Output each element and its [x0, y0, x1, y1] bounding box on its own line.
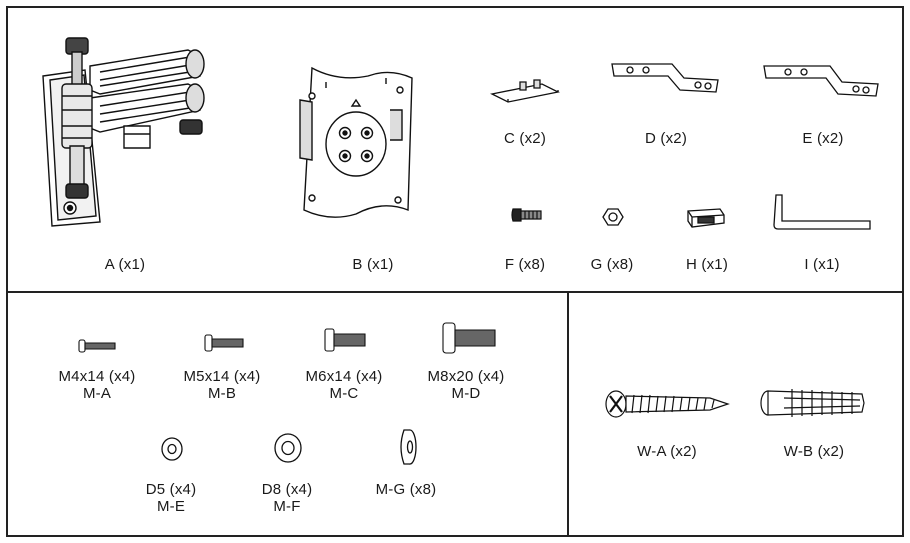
- screw-m4-size: M4x14 (x4): [58, 368, 136, 385]
- screw-m4-label: M4x14 (x4) M-A: [58, 368, 135, 402]
- spacer-ring-icon: [396, 428, 418, 466]
- part-f-label: F (x8): [504, 256, 546, 273]
- screw-m8-label: M8x20 (x4) M-D: [427, 368, 504, 402]
- part-e-icon: [762, 60, 880, 104]
- screw-m5-label: M5x14 (x4) M-B: [183, 368, 260, 402]
- screw-m5-code: M-B: [207, 385, 237, 402]
- screw-m8-code: M-D: [451, 385, 481, 402]
- part-b-label: B (x1): [352, 256, 394, 273]
- spacer-icon: [684, 207, 726, 229]
- washer-d8-icon: [272, 432, 304, 464]
- part-a-label: A (x1): [104, 256, 146, 273]
- part-d-icon: [610, 58, 720, 102]
- screw-m6-size: M6x14 (x4): [305, 368, 383, 385]
- washer-d5-label: D5 (x4) M-E: [146, 481, 197, 515]
- bolt-icon: [511, 205, 543, 225]
- part-d-label: D (x2): [644, 130, 688, 147]
- washer-d8-size: D8 (x4): [261, 481, 313, 498]
- screw-m8-size: M8x20 (x4): [427, 368, 505, 385]
- washer-d8-code: M-F: [273, 498, 301, 515]
- screw-m6-label: M6x14 (x4) M-C: [305, 368, 382, 402]
- screw-m5-size: M5x14 (x4): [183, 368, 261, 385]
- wall-plug-icon: [758, 389, 866, 417]
- part-e-label: E (x2): [802, 130, 844, 147]
- swing-arm-icon: [40, 36, 210, 231]
- washer-d5-code: M-E: [156, 498, 186, 515]
- washer-d5-size: D5 (x4): [145, 481, 197, 498]
- screw-m4-code: M-A: [82, 385, 112, 402]
- washer-d5-icon: [159, 436, 185, 462]
- spacer-ring-size: M-G (x8): [375, 481, 437, 498]
- screw-m4-icon: [78, 338, 116, 354]
- vesa-plate-icon: [290, 60, 422, 230]
- screw-m6-icon: [324, 328, 366, 352]
- part-c-label: C (x2): [503, 130, 547, 147]
- part-h-label: H (x1): [685, 256, 729, 273]
- wall-anchor-panel: [567, 291, 904, 537]
- part-c-icon: [490, 78, 560, 104]
- screw-m6-code: M-C: [329, 385, 359, 402]
- allen-key-icon: [770, 193, 874, 233]
- wall-screw-label: W-A (x2): [637, 443, 697, 460]
- screw-m5-icon: [204, 334, 244, 352]
- screw-m8-icon: [442, 322, 496, 354]
- spacer-ring-label: M-G (x8): [376, 481, 437, 498]
- wood-screw-icon: [602, 388, 730, 420]
- wall-plug-label: W-B (x2): [783, 443, 845, 460]
- washer-d8-label: D8 (x4) M-F: [262, 481, 313, 515]
- nut-icon: [602, 207, 624, 227]
- part-i-label: I (x1): [804, 256, 840, 273]
- part-g-label: G (x8): [590, 256, 634, 273]
